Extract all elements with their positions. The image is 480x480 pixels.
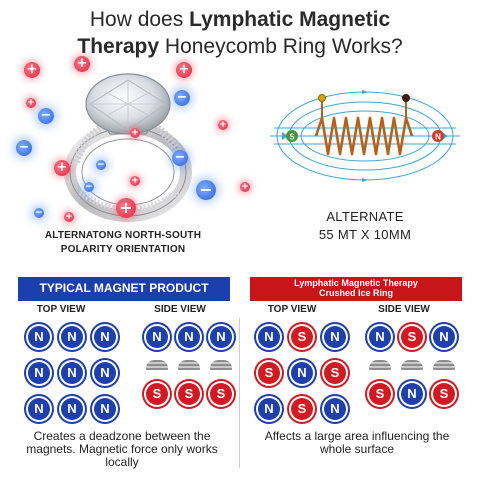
- magnet-side-profile-icon: [433, 360, 455, 370]
- title-bold-1: Lymphatic Magnetic: [189, 8, 391, 31]
- title-bold-2: Therapy: [77, 35, 160, 58]
- plus-charge-icon: +: [24, 62, 40, 78]
- north-magnet: N: [324, 398, 346, 420]
- south-magnet: S: [324, 362, 346, 384]
- south-magnet: S: [146, 383, 168, 405]
- coil-caption: ALTERNATE 55 MT X 10MM: [270, 208, 460, 244]
- south-magnet: S: [401, 326, 423, 348]
- north-magnet: N: [146, 326, 168, 348]
- typical-side-view-label: SIDE VIEW: [154, 304, 206, 315]
- north-magnet: N: [28, 326, 50, 348]
- plus-charge-icon: +: [26, 98, 36, 108]
- north-magnet: N: [258, 326, 280, 348]
- north-magnet: N: [61, 398, 83, 420]
- magnet-side-profile-icon: [369, 360, 391, 370]
- minus-charge-icon: −: [34, 208, 44, 218]
- ring-icon: [64, 73, 192, 222]
- magnetic-field-icon: S N: [270, 90, 460, 182]
- lymphatic-header-line-2: Crushed Ice Ring: [318, 288, 393, 298]
- minus-charge-icon: −: [172, 150, 188, 166]
- lymphatic-ring-header: Lymphatic Magnetic Therapy Crushed Ice R…: [250, 277, 462, 299]
- magnet-side-profile-icon: [210, 360, 232, 370]
- title-prefix: How does: [89, 8, 190, 31]
- plus-charge-icon: +: [130, 176, 140, 186]
- magnet-side-profile-icon: [146, 360, 168, 370]
- south-magnet: S: [369, 383, 391, 405]
- pole-n-label: N: [435, 133, 441, 142]
- north-magnet: N: [291, 362, 313, 384]
- title-line-1: How does Lymphatic Magnetic: [0, 6, 480, 33]
- coil-caption-line-2: 55 MT X 10MM: [318, 227, 412, 242]
- plus-charge-icon: +: [240, 182, 250, 192]
- north-magnet: N: [258, 398, 280, 420]
- north-magnet: N: [369, 326, 391, 348]
- lymphatic-description: Affects a large area influencing the who…: [264, 429, 450, 456]
- north-magnet: N: [94, 398, 116, 420]
- coil-field-illustration: S N: [270, 88, 460, 188]
- south-magnet: S: [210, 383, 232, 405]
- minus-charge-icon: −: [16, 140, 32, 156]
- plus-charge-icon: +: [64, 212, 74, 222]
- north-magnet: N: [94, 326, 116, 348]
- minus-charge-icon: −: [196, 180, 216, 200]
- plus-charge-icon: +: [130, 128, 140, 138]
- north-magnet: N: [61, 326, 83, 348]
- south-magnet: S: [258, 362, 280, 384]
- north-magnet: N: [210, 326, 232, 348]
- south-magnet: S: [433, 383, 455, 405]
- minus-charge-icon: −: [96, 160, 106, 170]
- section-divider: [239, 318, 240, 468]
- minus-charge-icon: −: [38, 108, 54, 124]
- plus-charge-icon: +: [116, 198, 136, 218]
- title-suffix: Honeycomb Ring Works?: [159, 35, 403, 58]
- north-magnet: N: [433, 326, 455, 348]
- south-magnet: S: [291, 398, 313, 420]
- pole-s-label: S: [289, 133, 295, 142]
- coil-caption-line-1: ALTERNATE: [326, 209, 404, 224]
- north-magnet: N: [178, 326, 200, 348]
- lymphatic-header-line-1: Lymphatic Magnetic Therapy: [294, 278, 418, 288]
- north-magnet: N: [94, 362, 116, 384]
- title-line-2: Therapy Honeycomb Ring Works?: [0, 33, 480, 60]
- ring-caption-line-1: ALTERNATONG NORTH-SOUTH: [44, 230, 202, 241]
- page-title: How does Lymphatic Magnetic Therapy Hone…: [0, 6, 480, 60]
- lymphatic-side-view-label: SIDE VIEW: [378, 304, 430, 315]
- south-magnet: S: [291, 326, 313, 348]
- typical-top-view-label: TOP VIEW: [36, 304, 86, 315]
- ring-caption-line-2: POLARITY ORIENTATION: [60, 244, 186, 255]
- north-magnet: N: [28, 362, 50, 384]
- magnet-side-profile-icon: [401, 360, 423, 370]
- north-magnet: N: [401, 383, 423, 405]
- ring-illustration: + + + − + − + + − − + − − + + − + − +: [10, 52, 250, 232]
- typical-description: Creates a deadzone between the magnets. …: [26, 429, 218, 469]
- plus-charge-icon: +: [218, 120, 228, 130]
- north-magnet: N: [324, 326, 346, 348]
- typical-header-rule: [18, 299, 230, 301]
- plus-charge-icon: +: [54, 160, 70, 176]
- plus-charge-icon: +: [176, 62, 192, 78]
- lymphatic-header-rule: [250, 299, 462, 301]
- south-magnet: S: [178, 383, 200, 405]
- ring-caption: ALTERNATONG NORTH-SOUTH POLARITY ORIENTA…: [18, 229, 228, 257]
- typical-magnet-header: TYPICAL MAGNET PRODUCT: [18, 277, 230, 299]
- minus-charge-icon: −: [174, 90, 190, 106]
- minus-charge-icon: −: [84, 182, 94, 192]
- magnet-side-profile-icon: [178, 360, 200, 370]
- north-magnet: N: [61, 362, 83, 384]
- plus-charge-icon: +: [74, 56, 90, 72]
- lymphatic-top-view-label: TOP VIEW: [267, 304, 317, 315]
- north-magnet: N: [28, 398, 50, 420]
